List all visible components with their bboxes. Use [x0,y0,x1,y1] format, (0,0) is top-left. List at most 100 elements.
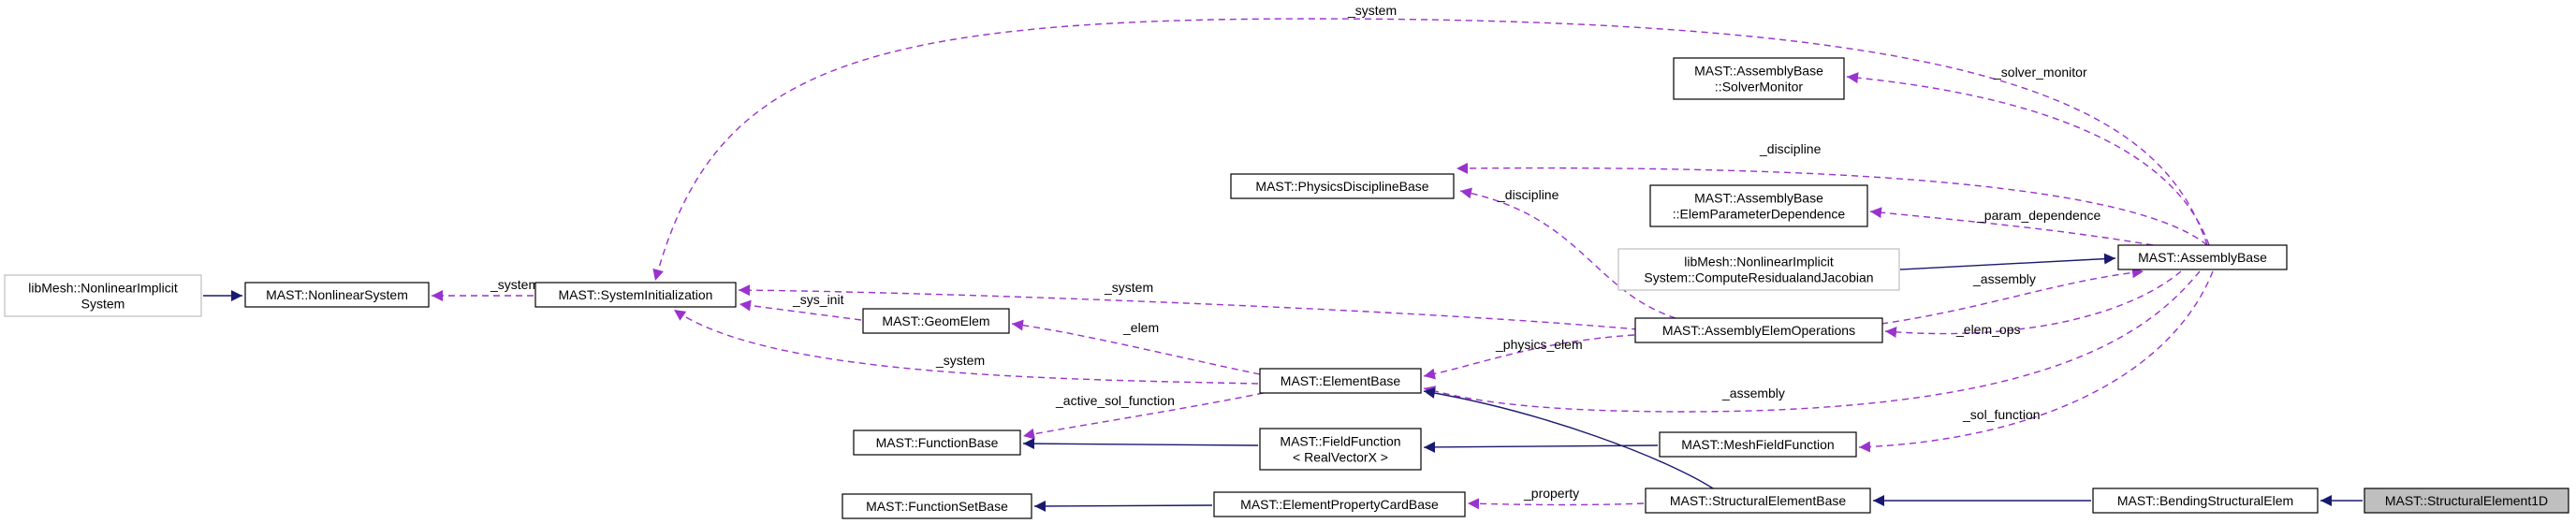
edge-label: _solver_monitor [1993,65,2087,80]
usage-edge-nonlinear_system-to-system_initialization: _system [432,277,539,301]
node-label: MAST::GeomElem [882,313,989,328]
node-label: MAST::SystemInitialization [559,287,713,302]
class-node-assembly-elem-operations[interactable]: MAST::AssemblyElemOperations [1634,317,1883,343]
node-box [4,274,202,317]
edge-line [1011,319,1261,375]
node-label: System::ComputeResidualandJacobian [1644,270,1873,285]
node-box [853,429,1021,456]
edge-line [1884,270,2182,338]
node-label: MAST::FunctionSetBase [866,499,1008,514]
edge-label: _elem [1122,320,1159,335]
node-label: MAST::BendingStructuralElem [2117,493,2293,508]
node-box [1634,317,1883,343]
edge-label: _system [935,353,985,368]
class-node-physics-discipline-base[interactable]: MAST::PhysicsDisciplineBase [1230,173,1455,199]
edge-label: _discipline [1759,141,1822,156]
inheritance-edge-compute_residual_jacobian-to-assembly_base [1899,253,2116,270]
edge-label: _assembly [1972,271,2036,286]
inheritance-edge-field_function-to-mesh_field_function [1423,441,1659,453]
class-node-element-property-card-base[interactable]: MAST::ElementPropertyCardBase [1213,491,1466,517]
edge-line [1423,441,1659,453]
usage-edge-physics_discipline_base-to-assembly_base: _discipline [1456,141,2208,246]
edge-label: _active_sol_function [1055,393,1175,408]
node-box [1649,184,1868,227]
node-label: MAST::FieldFunction [1280,434,1400,449]
edge-label: _system [490,277,539,292]
usage-edge-system_initialization-to-element_base: _system [673,309,1259,385]
class-node-function-base[interactable]: MAST::FunctionBase [853,429,1021,456]
node-box [1230,173,1455,199]
edge-line [738,284,1639,330]
node-box [2364,488,2569,514]
edge-label: _discipline [1497,187,1559,202]
node-label: ::ElemParameterDependence [1673,207,1846,222]
node-label: libMesh::NonlinearImplicit [1684,255,1834,269]
node-box [2092,488,2319,514]
edge-line [1022,392,1265,440]
usage-edge-assembly_elem_operations-to-assembly_base: _elem_ops [1884,270,2182,338]
edge-line [1899,253,2116,270]
edge-line [1423,387,1714,489]
edge-label: _system [1347,3,1397,18]
node-label: MAST::PhysicsDisciplineBase [1255,179,1428,194]
inheritance-edge-function_base-to-field_function [1022,438,1259,450]
class-node-bending-structural-elem[interactable]: MAST::BendingStructuralElem [2092,488,2319,514]
node-label: MAST::ElementPropertyCardBase [1240,497,1439,512]
class-node-function-set-base[interactable]: MAST::FunctionSetBase [842,493,1032,519]
node-label: MAST::ElementBase [1281,373,1401,388]
node-box [1259,368,1422,394]
node-label: MAST::AssemblyElemOperations [1662,323,1855,338]
edge-line [652,18,2208,282]
class-node-structural-element-base[interactable]: MAST::StructuralElementBase [1645,488,1871,514]
class-node-field-function[interactable]: MAST::FieldFunction< RealVectorX > [1259,428,1422,471]
node-box [1659,431,1857,458]
class-node-mesh-field-function[interactable]: MAST::MeshFieldFunction [1659,431,1857,458]
edge-line [673,309,1259,385]
node-label: libMesh::NonlinearImplicit [28,281,178,296]
class-node-assembly-base[interactable]: MAST::AssemblyBase [2117,244,2288,270]
edge-label: _elem_ops [1955,322,2021,337]
node-box [1213,491,1466,517]
class-node-structural-element-1d: MAST::StructuralElement1D [2364,488,2569,514]
edge-label: _physics_elem [1495,337,1583,352]
node-label: MAST::MeshFieldFunction [1681,437,1834,452]
usage-edge-assembly_base-to-element_base: _assembly [1423,270,2201,413]
edges-layer: _system _system _solver_monitor _discipline… [203,3,2363,512]
usage-edge-system_initialization-to-assembly_elem_operations: _system [738,280,1639,330]
node-box [1259,428,1422,471]
class-node-system-initialization[interactable]: MAST::SystemInitialization [534,282,737,308]
edge-line [1846,72,2210,246]
node-label: MAST::AssemblyBase [1694,191,1823,206]
class-node-element-base[interactable]: MAST::ElementBase [1259,368,1422,394]
node-box [534,282,737,308]
node-box [1673,57,1845,100]
edge-line [1467,498,1645,510]
edge-label: _sys_init [792,292,844,307]
node-label: ::SolverMonitor [1715,80,1803,95]
usage-edge-system_initialization-to-geom_elem: _sys_init [739,292,862,321]
usage-edge-elem_parameter_dependence-to-assembly_base: _param_dependence [1869,207,2154,246]
node-box [2117,244,2288,270]
node-label: MAST::AssemblyBase [1694,64,1823,79]
edge-label: _param_dependence [1976,208,2101,223]
edge-line [1881,267,2144,325]
class-node-compute-residual-jacobian[interactable]: libMesh::NonlinearImplicitSystem::Comput… [1617,248,1900,291]
edge-label: _property [1523,486,1579,501]
node-box [244,282,430,308]
edge-line [1423,270,2201,413]
edge-line [1423,334,1635,380]
class-node-elem-parameter-dependence[interactable]: MAST::AssemblyBase::ElemParameterDepende… [1649,184,1868,227]
usage-edge-element_base-to-assembly_elem_operations: _physics_elem [1423,334,1635,380]
class-node-nonlinear-system[interactable]: MAST::NonlinearSystem [244,282,430,308]
class-node-geom-elem[interactable]: MAST::GeomElem [862,308,1010,334]
usage-edge-system_initialization-to-assembly_base: _system [652,3,2208,282]
usage-edge-element_property_card_base-to-structural_element_base: _property [1467,486,1645,510]
class-node-solver-monitor[interactable]: MAST::AssemblyBase::SolverMonitor [1673,57,1845,100]
node-label: MAST::FunctionBase [876,435,999,450]
node-box [1617,248,1900,291]
node-box [842,493,1032,519]
edge-label: _sol_function [1962,407,2041,422]
node-label: MAST::AssemblyBase [2138,250,2267,265]
